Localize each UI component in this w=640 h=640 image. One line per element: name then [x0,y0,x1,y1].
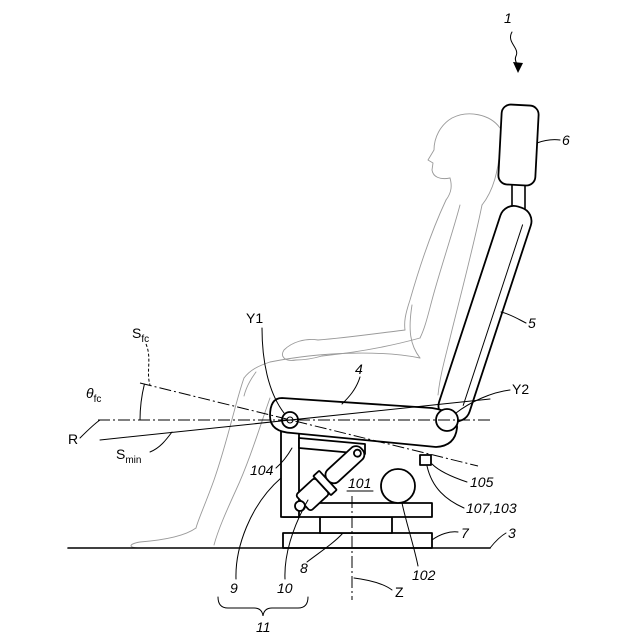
occupant-head [428,114,500,179]
label-101: 101 [348,475,371,491]
label-102: 102 [412,567,436,583]
label-z: Z [395,584,404,600]
arrow-1-head [513,62,523,73]
label-r: R [68,431,78,447]
label-9: 9 [230,580,238,596]
arrow-1-shaft [510,32,518,66]
label-107-103: 107,103 [466,500,517,516]
leader-line-7 [432,532,458,540]
label-theta-fc-sub: fc [94,394,102,405]
slider-block [320,517,392,533]
occupant-foot [131,528,212,548]
occupant-upper-arm-back [420,205,460,338]
headrest [498,104,539,186]
brace-11 [218,597,308,616]
label-10: 10 [277,580,293,596]
base-plate [283,533,432,548]
label-6: 6 [562,132,570,148]
label-s-min-base: S [116,446,125,462]
label-11: 11 [256,619,271,635]
label-1: 1 [504,10,512,26]
label-s-fc-base: S [132,325,141,341]
bracket-107-103 [420,455,431,465]
leader-line-9 [236,478,281,579]
occupant-hair [482,150,500,205]
arrow-1 [510,32,523,73]
label-s-min: Smin [116,446,141,466]
leader-line-5 [501,312,526,323]
label-8: 8 [300,560,308,576]
occupant-forearm-top [318,330,405,340]
leader-line-z [354,578,392,590]
label-y2: Y2 [512,381,529,397]
occupant-lap [410,305,420,358]
label-7: 7 [461,525,470,541]
label-4: 4 [355,361,363,377]
label-y1: Y1 [246,310,263,326]
ball-102 [381,469,415,503]
leader-line-s-fc [146,344,150,385]
label-3: 3 [508,525,516,541]
label-s-fc: Sfc [132,325,149,345]
leader-line-3 [490,533,506,548]
occupant-neck [446,178,451,200]
label-theta-fc: θfc [86,385,101,405]
leader-line-6 [537,140,560,143]
label-s-min-sub: min [125,455,141,466]
angle-arc-theta-fc [140,384,144,420]
occupant-hand [283,339,323,360]
leader-line-s-min [150,432,172,452]
leader-line-107-103 [427,466,464,508]
occupant-shin-front [196,378,244,528]
label-5: 5 [528,315,536,331]
label-s-fc-sub: fc [141,334,149,345]
occupant-thigh [244,353,420,378]
leader-line-105 [432,464,467,482]
label-104: 104 [250,462,274,478]
leader-line-r [80,420,100,438]
label-105: 105 [470,474,494,490]
leader-line-4 [342,377,360,404]
